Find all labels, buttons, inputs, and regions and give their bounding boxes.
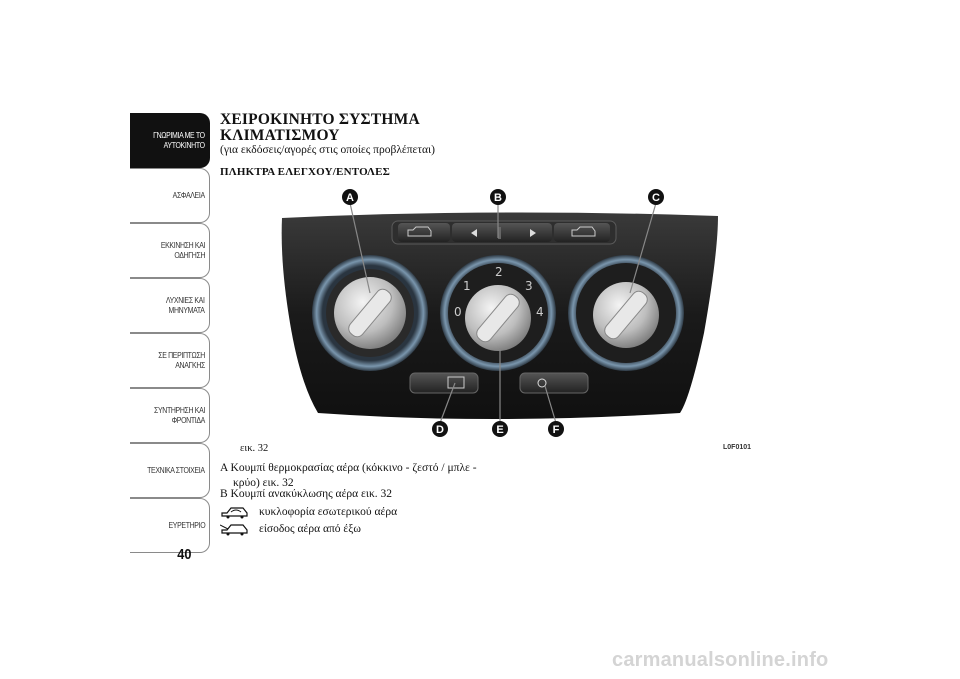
outside-air-row: είσοδος αέρα από έξω <box>220 521 361 537</box>
watermark: carmanualsonline.info <box>612 649 829 671</box>
recirculation-label: κυκλοφορία εσωτερικού αέρα <box>259 506 398 518</box>
callout-f: F <box>553 424 560 436</box>
figure-caption: εικ. 32 <box>240 443 269 454</box>
tab-starting-driving[interactable]: ΕΚΚΙΝΗΣΗ ΚΑΙ ΟΔΗΓΗΣΗ <box>130 223 210 278</box>
tab-getting-to-know[interactable]: ΓΝΩΡΙΜΙΑ ΜΕ ΤΟ ΑΥΤΟΚΙΝΗΤΟ <box>130 113 210 168</box>
car-outside-air-icon <box>220 524 248 536</box>
page-number: 40 <box>177 546 192 563</box>
callout-e: E <box>496 424 503 436</box>
tab-technical-data[interactable]: ΤΕΧΝΙΚΑ ΣΤΟΙΧΕΙΑ <box>130 443 210 498</box>
page-title: ΧΕΙΡΟΚΙΝΗΤΟ ΣΥΣΤΗΜΑ ΚΛΙΜΑΤΙΣΜΟΥ <box>220 111 420 144</box>
tab-safety[interactable]: ΑΣΦΑΛΕΙΑ <box>130 168 210 223</box>
callout-d: D <box>436 424 444 436</box>
callout-c: C <box>652 192 660 204</box>
tab-index[interactable]: ΕΥΡΕΤΗΡΙΟ <box>130 498 210 553</box>
car-recirculation-icon <box>221 507 248 519</box>
fan-speed-1: 1 <box>463 279 471 293</box>
page-subtitle: (για εκδόσεις/αγορές στις οποίες προβλέπ… <box>220 144 435 156</box>
fan-speed-4: 4 <box>536 305 544 319</box>
fan-speed-2: 2 <box>495 265 503 279</box>
tab-emergency[interactable]: ΣΕ ΠΕΡΙΠΤΩΣΗ ΑΝΑΓΚΗΣ <box>130 333 210 388</box>
callout-a: A <box>346 192 354 204</box>
item-b: B Κουμπί ανακύκλωσης αέρα εικ. 32 <box>220 488 393 500</box>
recirculation-row: κυκλοφορία εσωτερικού αέρα <box>220 504 397 520</box>
tab-maintenance[interactable]: ΣΥΝΤΗΡΗΣΗ ΚΑΙ ΦΡΟΝΤΙΔΑ <box>130 388 210 443</box>
callout-b: B <box>494 192 502 204</box>
fan-speed-3: 3 <box>525 279 533 293</box>
item-a: A Κουμπί θερμοκρασίας αέρα (κόκκινο - ζε… <box>220 462 477 489</box>
tab-warning-lights[interactable]: ΛΥΧΝΙΕΣ ΚΑΙ ΜΗΝΥΜΑΤΑ <box>130 278 210 333</box>
section-heading: ΠΛΗΚΤΡΑ ΕΛΕΓΧΟΥ/ΕΝΤΟΛΕΣ <box>220 166 391 178</box>
figure-code: L0F0101 <box>723 444 752 451</box>
outside-air-label: είσοδος αέρα από έξω <box>259 523 361 535</box>
fan-speed-0: 0 <box>454 305 462 319</box>
climate-panel-figure: 2 1 3 0 4 A B C D E F <box>281 189 718 437</box>
